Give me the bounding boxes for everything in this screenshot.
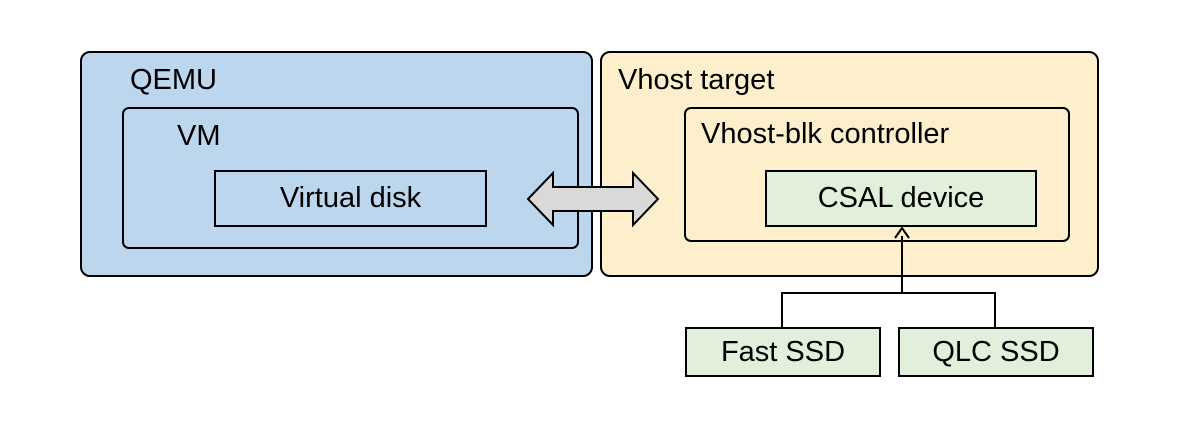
double-arrow-connector: [526, 170, 660, 228]
fast-ssd-link-line: [781, 292, 902, 327]
csal-device-box: CSAL device: [765, 170, 1037, 227]
qlc-ssd-box: QLC SSD: [898, 327, 1094, 377]
fast-ssd-label: Fast SSD: [720, 335, 846, 368]
fast-ssd-box: Fast SSD: [685, 327, 881, 377]
csal-arrowhead: [894, 226, 910, 239]
vhost-blk-controller-title: Vhost-blk controller: [701, 118, 950, 150]
csal-device-label: CSAL device: [817, 182, 985, 214]
virtual-disk-box: Virtual disk: [214, 170, 487, 227]
qlc-ssd-link-line: [902, 292, 996, 327]
vm-title: VM: [177, 120, 221, 152]
qlc-ssd-label: QLC SSD: [932, 335, 1060, 368]
qemu-title: QEMU: [130, 64, 217, 96]
vhost-target-title: Vhost target: [618, 64, 775, 96]
virtual-disk-label: Virtual disk: [279, 182, 422, 214]
